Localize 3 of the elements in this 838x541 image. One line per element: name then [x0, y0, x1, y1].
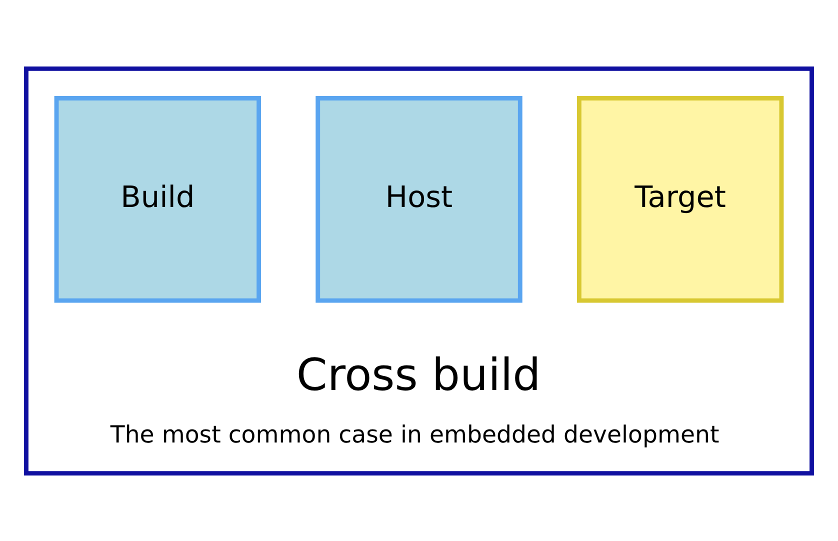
node-box: Build: [54, 96, 262, 302]
node-box: Target: [576, 96, 784, 302]
node-box: Host: [316, 96, 522, 302]
